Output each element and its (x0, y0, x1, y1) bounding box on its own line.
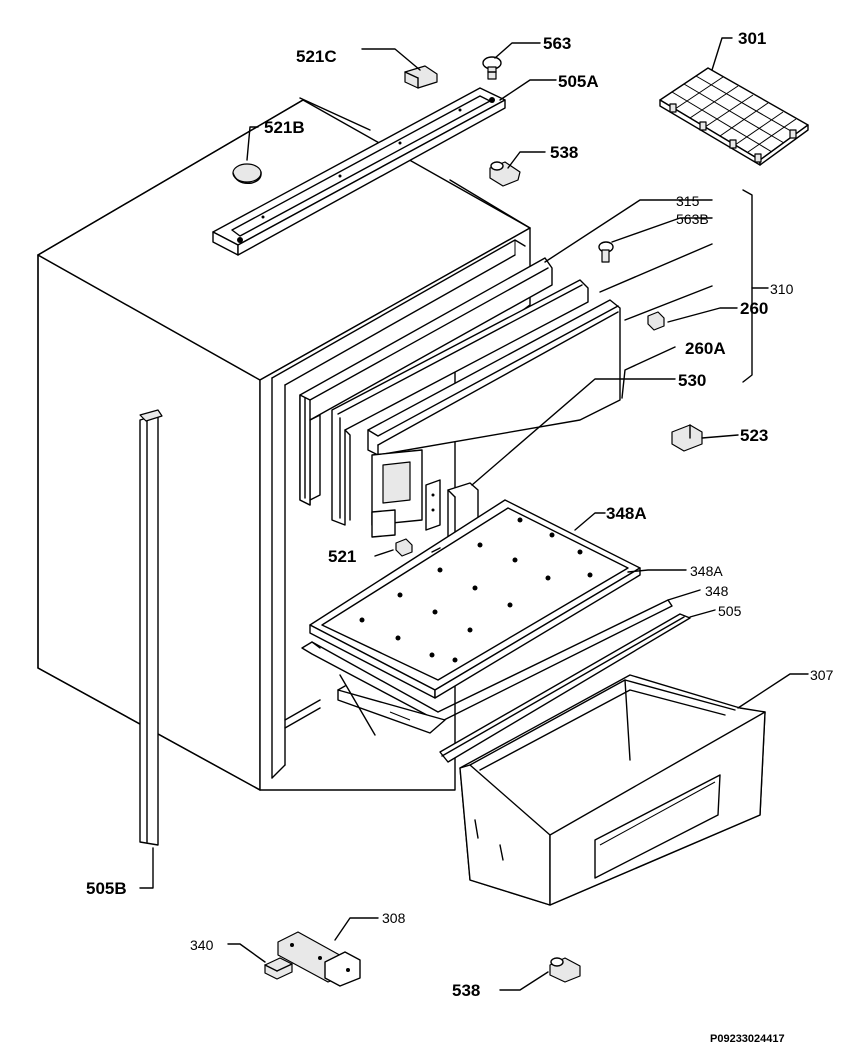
label-348a-a: 348A (606, 504, 647, 523)
door-gasket-260 (331, 279, 589, 526)
label-315: 315 (676, 193, 700, 209)
label-530: 530 (678, 371, 706, 390)
label-538-bottom: 538 (452, 981, 480, 1000)
cap-521c (404, 65, 438, 89)
label-260: 260 (740, 299, 768, 318)
label-521b: 521B (264, 118, 305, 137)
rail-505 (439, 613, 691, 763)
label-505a: 505A (558, 72, 599, 91)
label-308: 308 (382, 910, 406, 926)
door-panel-260a (367, 299, 621, 456)
bracket-310 (742, 189, 753, 383)
label-348a-b: 348A (690, 563, 723, 579)
hinge-pin-538-top (489, 161, 521, 187)
label-260a: 260A (685, 339, 726, 358)
hinge-pin-538-bottom (549, 957, 581, 983)
seal-strip-505b (139, 409, 163, 846)
shelf-348 (337, 685, 446, 734)
part-523 (671, 424, 703, 452)
label-538-top: 538 (550, 143, 578, 162)
label-307: 307 (810, 667, 834, 683)
cap-521b (232, 163, 262, 184)
part-521 (395, 538, 413, 557)
shelf-348a-lower (301, 599, 673, 723)
label-523: 523 (740, 426, 768, 445)
screw-563 (482, 56, 502, 80)
drawing-code: P09233024417 (710, 1033, 785, 1045)
label-505b: 505B (86, 879, 127, 898)
label-521: 521 (328, 547, 356, 566)
screw-563b (598, 241, 614, 263)
label-505: 505 (718, 603, 742, 619)
ice-tray-301 (659, 67, 809, 166)
label-563: 563 (543, 34, 571, 53)
label-310: 310 (770, 281, 794, 297)
rail-505a (212, 87, 506, 256)
block-340 (264, 957, 293, 980)
shelf-348a-upper (309, 499, 641, 699)
hinge-308 (277, 931, 361, 987)
door-frame-315 (299, 257, 553, 506)
label-340: 340 (190, 937, 214, 953)
leader-lines (139, 37, 809, 991)
crisper-drawer-307 (459, 674, 766, 906)
part-labels: 521C 563 301 505A 521B 538 315 563B 310 … (86, 29, 834, 1045)
label-521c: 521C (296, 47, 337, 66)
label-563b: 563B (676, 211, 709, 227)
clip-260 (647, 311, 665, 331)
label-301: 301 (738, 29, 766, 48)
door-handle-530 (371, 449, 423, 538)
label-348: 348 (705, 583, 729, 599)
